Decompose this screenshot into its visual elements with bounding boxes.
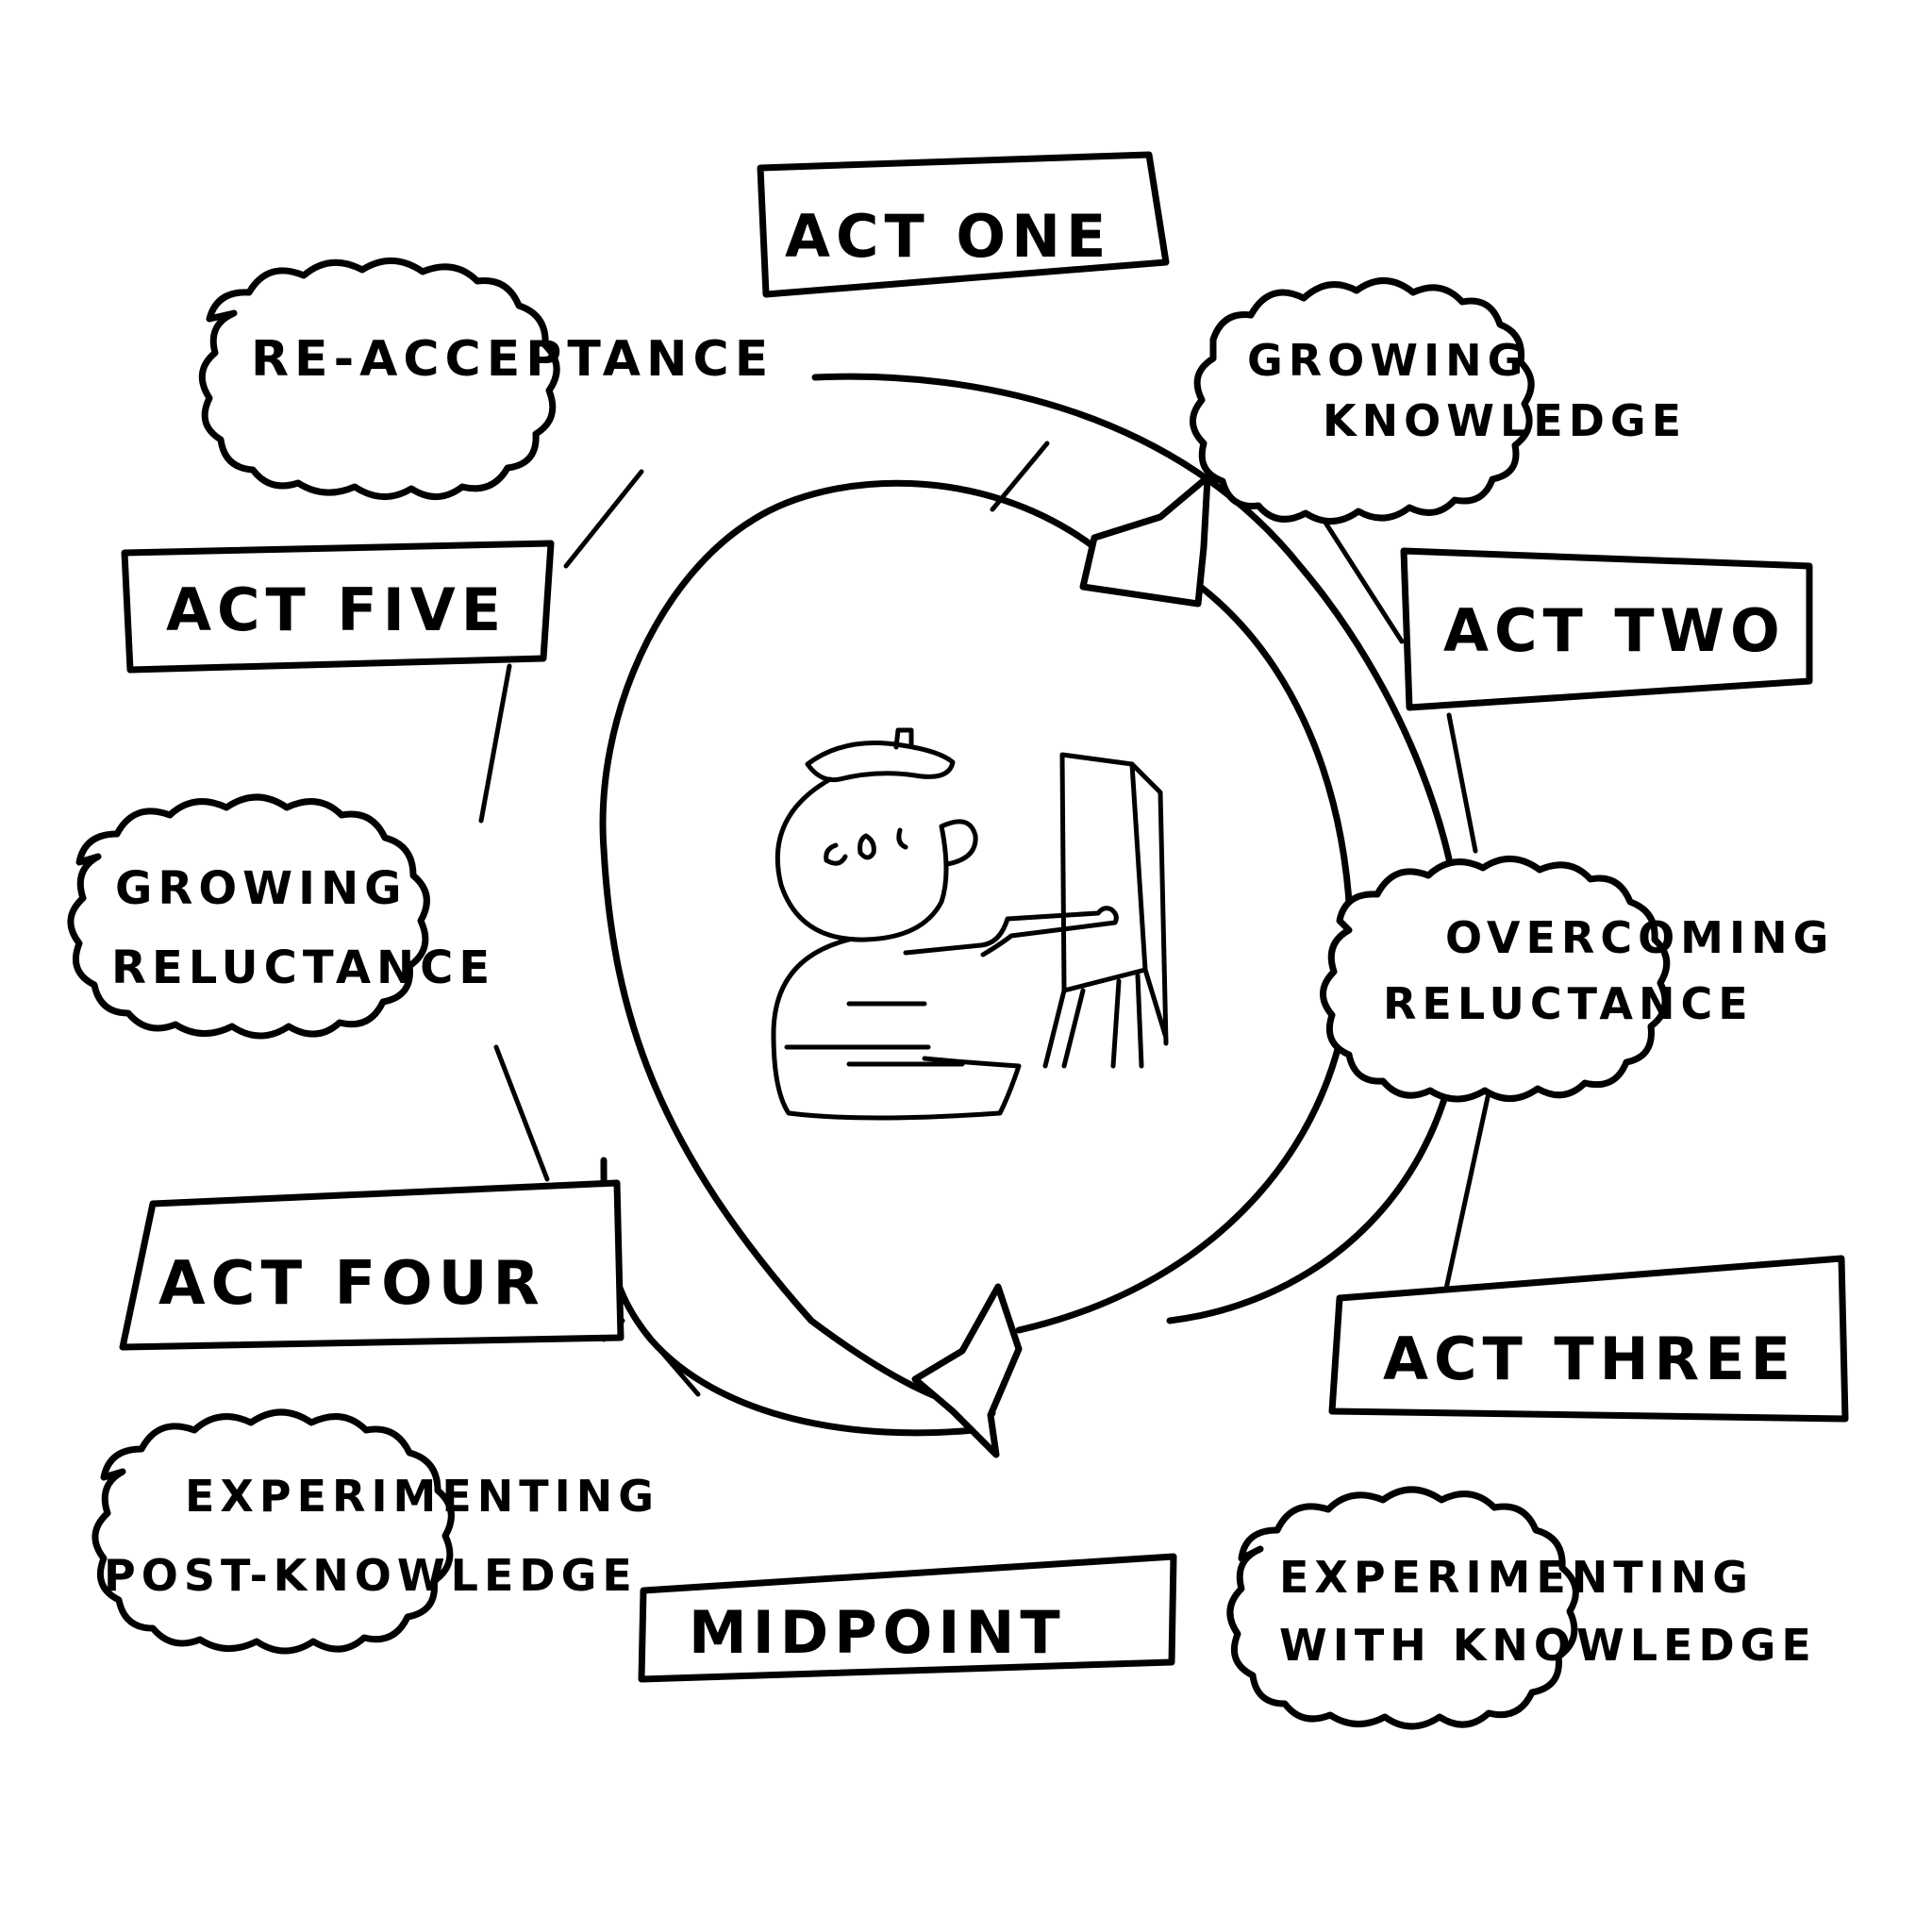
easel-frame [1042, 761, 1169, 1069]
act-one-label: ACT ONE [785, 202, 1111, 271]
painter-at-easel-icon [771, 727, 1169, 1121]
act-two-label: ACT TWO [1443, 596, 1786, 665]
painter-head [774, 776, 978, 942]
beret [805, 727, 956, 783]
act-one-box: ACT ONE [757, 151, 1170, 298]
growing-knowledge-line1: GROWING [1247, 335, 1528, 386]
overcoming-reluctance-line1: OVERCOMING [1445, 912, 1834, 963]
midpoint-box: MIDPOINT [638, 1553, 1177, 1683]
experimenting-with-knowledge-line2: WITH KNOWLEDGE [1279, 1620, 1817, 1671]
midpoint-label: MIDPOINT [689, 1598, 1066, 1667]
act-three-box: ACT THREE [1328, 1255, 1849, 1423]
cycle-outer-arc [811, 373, 1467, 1324]
act-two-box: ACT TWO [1400, 547, 1813, 711]
overcoming-reluctance-line2: RELUCTANCE [1383, 978, 1754, 1029]
overcoming-reluctance-cloud: OVERCOMING RELUCTANCE [1320, 856, 1834, 1103]
act-four-box: ACT FOUR [119, 1179, 625, 1351]
growing-reluctance-line1: GROWING [115, 862, 408, 915]
experimenting-with-knowledge-line1: EXPERIMENTING [1279, 1552, 1754, 1603]
lower-arrowhead [911, 1283, 1023, 1458]
experimenting-post-knowledge-line2: POST-KNOWLEDGE [104, 1550, 638, 1601]
experimenting-with-knowledge-cloud: EXPERIMENTING WITH KNOWLEDGE [1226, 1486, 1817, 1730]
act-five-box: ACT FIVE [121, 540, 555, 674]
growing-knowledge-cloud: GROWING KNOWLEDGE [1190, 277, 1687, 525]
easel-canvas [1059, 752, 1148, 993]
act-five-label: ACT FIVE [166, 575, 507, 644]
experimenting-post-knowledge-line1: EXPERIMENTING [185, 1471, 659, 1522]
growing-reluctance-cloud: GROWING RELUCTANCE [67, 793, 495, 1040]
growing-knowledge-line2: KNOWLEDGE [1323, 395, 1687, 446]
cycle-inner-arc-right [1015, 581, 1354, 1334]
upper-arrowhead [1079, 474, 1211, 608]
act-three-label: ACT THREE [1383, 1324, 1796, 1393]
painter-arm-brush [903, 906, 1119, 958]
cycle-inner-arc [599, 479, 1098, 1417]
act-four-label: ACT FOUR [158, 1249, 545, 1319]
painter-eyes [824, 827, 908, 866]
re-acceptance-label: RE-ACCEPTANCE [251, 331, 774, 388]
painter-body [771, 937, 1022, 1121]
experimenting-post-knowledge-cloud: EXPERIMENTING POST-KNOWLEDGE [92, 1408, 659, 1655]
growing-reluctance-line2: RELUCTANCE [111, 941, 495, 994]
re-acceptance-cloud: RE-ACCEPTANCE [198, 258, 774, 500]
